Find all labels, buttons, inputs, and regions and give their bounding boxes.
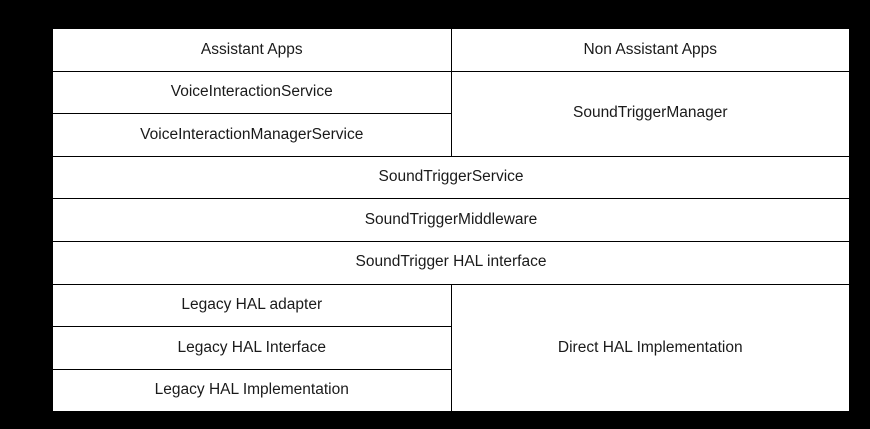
table-row: VoiceInteractionManagerService	[52, 113, 850, 157]
cell-voice-interaction-service: VoiceInteractionService	[52, 70, 452, 115]
table-row: SoundTriggerService	[52, 155, 850, 200]
table-row: Legacy HAL Implementation	[52, 368, 850, 413]
cell-sound-trigger-manager: SoundTriggerManager	[450, 70, 850, 157]
table-row: Legacy HAL adapter Direct HAL Implementa…	[52, 283, 850, 413]
cell-voice-interaction-manager-service: VoiceInteractionManagerService	[52, 113, 452, 157]
cell-legacy-hal-interface: Legacy HAL Interface	[52, 326, 452, 370]
cell-assistant-apps: Assistant Apps	[52, 28, 452, 72]
cell-direct-hal-implementation: Direct HAL Implementation	[450, 283, 850, 413]
cell-sound-trigger-hal-interface: SoundTrigger HAL interface	[52, 240, 850, 285]
cell-sound-trigger-service: SoundTriggerService	[52, 155, 850, 200]
table-row: Assistant Apps Non Assistant Apps	[52, 28, 850, 72]
soundtrigger-architecture-table: Assistant Apps Non Assistant Apps VoiceI…	[52, 28, 850, 413]
cell-legacy-hal-implementation: Legacy HAL Implementation	[52, 368, 452, 413]
table-row: VoiceInteractionService SoundTriggerMana…	[52, 70, 850, 157]
table-row: SoundTrigger HAL interface	[52, 240, 850, 285]
table-row: SoundTriggerMiddleware	[52, 198, 850, 242]
cell-non-assistant-apps: Non Assistant Apps	[450, 28, 850, 72]
cell-sound-trigger-middleware: SoundTriggerMiddleware	[52, 198, 850, 242]
cell-legacy-hal-adapter: Legacy HAL adapter	[52, 283, 452, 328]
table-row: Legacy HAL Interface	[52, 326, 850, 370]
